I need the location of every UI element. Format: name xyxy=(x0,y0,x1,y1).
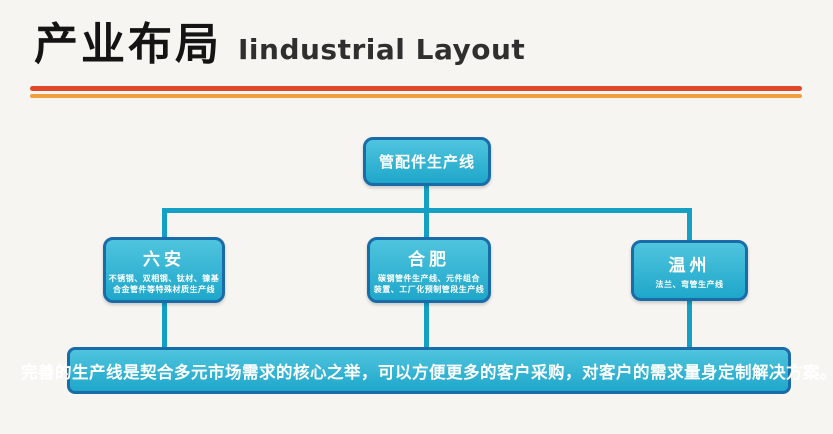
footer-text: 完善的生产线是契合多元市场需求的核心之举，可以方便更多的客户采购，对客户的需求量… xyxy=(21,362,833,382)
node-luan: 六安 不锈钢、双相钢、钛材、镍基 合金管件等特殊材质生产线 xyxy=(103,237,225,303)
node-hefei-desc: 碳钢管件生产线、元件组合 装置、工厂化预制管段生产线 xyxy=(374,273,485,295)
node-wenzhou: 温州 法兰、弯管生产线 xyxy=(631,240,748,301)
node-luan-name: 六安 xyxy=(143,249,185,270)
title-divider xyxy=(30,86,802,98)
desc-line: 合金管件等特殊材质生产线 xyxy=(113,285,215,294)
connector-root-vertical xyxy=(424,186,429,212)
connector-hefei-to-footer xyxy=(424,301,429,349)
node-hefei-name: 合肥 xyxy=(408,249,450,270)
desc-line: 法兰、弯管生产线 xyxy=(655,279,724,289)
connector-luan-to-footer xyxy=(162,301,167,349)
divider-line-bottom xyxy=(30,94,802,98)
connector-hefei-drop xyxy=(424,210,429,238)
desc-line: 碳钢管件生产线、元件组合 xyxy=(378,273,480,283)
connector-wenzhou-drop xyxy=(687,210,692,241)
node-luan-desc: 不锈钢、双相钢、钛材、镍基 合金管件等特殊材质生产线 xyxy=(109,273,220,295)
node-wenzhou-name: 温州 xyxy=(668,255,711,276)
desc-line: 不锈钢、双相钢、钛材、镍基 xyxy=(108,273,220,283)
node-pipe-fittings-line: 管配件生产线 xyxy=(363,137,491,186)
connector-wenzhou-to-footer xyxy=(687,299,692,349)
footer-banner: 完善的生产线是契合多元市场需求的核心之举，可以方便更多的客户采购，对客户的需求量… xyxy=(21,347,833,394)
page-title: 产业布局 Iindustrial Layout xyxy=(34,8,525,72)
node-wenzhou-desc: 法兰、弯管生产线 xyxy=(656,279,724,290)
page-title-chinese: 产业布局 xyxy=(34,19,222,70)
divider-line-top xyxy=(30,86,802,91)
node-hefei: 合肥 碳钢管件生产线、元件组合 装置、工厂化预制管段生产线 xyxy=(367,237,491,303)
connector-luan-drop xyxy=(162,210,167,238)
page-title-english: Iindustrial Layout xyxy=(238,33,526,66)
desc-line: 装置、工厂化预制管段生产线 xyxy=(373,285,485,294)
node-root-label: 管配件生产线 xyxy=(378,153,475,171)
